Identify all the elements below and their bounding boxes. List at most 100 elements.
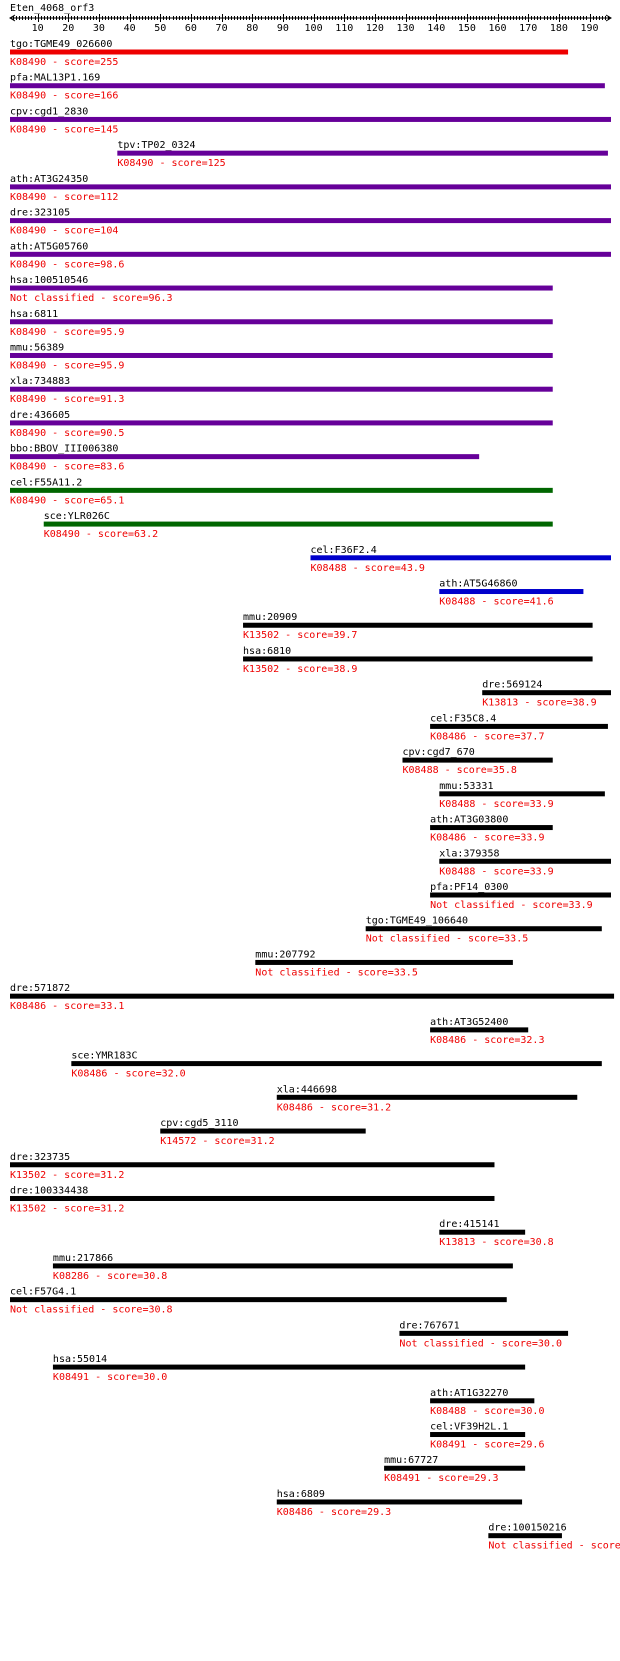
- hit-bar: [52, 1364, 526, 1370]
- hit-gene-label[interactable]: ath:AT3G03800: [430, 815, 508, 826]
- hit-bar: [52, 1263, 513, 1269]
- hit-gene-label[interactable]: hsa:6809: [277, 1489, 325, 1500]
- hit-gene-label[interactable]: dre:323105: [10, 208, 70, 219]
- hit-gene-label[interactable]: cel:F57G4.1: [10, 1287, 76, 1298]
- hit-gene-label[interactable]: mmu:67727: [384, 1455, 438, 1466]
- hit-score-label[interactable]: K14572 - score=31.2: [160, 1136, 274, 1147]
- hit-score-label[interactable]: Not classified - score=96.3: [10, 293, 173, 304]
- hit-score-label[interactable]: K08490 - score=166: [10, 91, 118, 102]
- hit-score-label[interactable]: K13813 - score=30.8: [439, 1237, 553, 1248]
- hit-score-label[interactable]: K08490 - score=145: [10, 124, 118, 135]
- hit-score-label[interactable]: K08286 - score=30.8: [53, 1271, 167, 1282]
- hit-score-label[interactable]: K08490 - score=95.9: [10, 360, 124, 371]
- hit-score-label[interactable]: K08490 - score=98.6: [10, 259, 124, 270]
- hit-score-label[interactable]: K08486 - score=31.2: [277, 1102, 391, 1113]
- hit-gene-label[interactable]: hsa:100510546: [10, 275, 88, 286]
- hit-score-label[interactable]: K08486 - score=37.7: [430, 731, 544, 742]
- hit-score-label[interactable]: K08490 - score=95.9: [10, 327, 124, 338]
- hit-gene-label[interactable]: mmu:53331: [439, 781, 493, 792]
- hit-gene-label[interactable]: mmu:56389: [10, 342, 64, 353]
- hit-gene-label[interactable]: dre:767671: [399, 1320, 459, 1331]
- hit-score-label[interactable]: K08490 - score=112: [10, 192, 118, 203]
- hit-gene-label[interactable]: ath:AT1G32270: [430, 1388, 508, 1399]
- hit-gene-label[interactable]: hsa:6811: [10, 309, 58, 320]
- hit-gene-label[interactable]: mmu:217866: [53, 1253, 113, 1264]
- hit-gene-label[interactable]: sce:YLR026C: [44, 511, 110, 522]
- hit-gene-label[interactable]: dre:323735: [10, 1152, 70, 1163]
- hit-gene-label[interactable]: dre:415141: [439, 1219, 499, 1230]
- hit-gene-label[interactable]: cel:F36F2.4: [311, 545, 377, 556]
- hit-score-label[interactable]: K08490 - score=255: [10, 57, 118, 68]
- hit-bar: [10, 218, 611, 224]
- hit-gene-label[interactable]: ath:AT3G24350: [10, 174, 88, 185]
- hit-score-label[interactable]: Not classified - score=29.3: [488, 1541, 620, 1552]
- hit-score-label[interactable]: Not classified - score=30.0: [399, 1338, 562, 1349]
- hit-score-label[interactable]: Not classified - score=30.8: [10, 1305, 173, 1316]
- hit-gene-label[interactable]: xla:379358: [439, 848, 499, 859]
- hit-bar: [276, 1094, 578, 1100]
- hit-score-label[interactable]: K13502 - score=31.2: [10, 1170, 124, 1181]
- hit-score-label[interactable]: K13502 - score=31.2: [10, 1203, 124, 1214]
- hit-gene-label[interactable]: hsa:55014: [53, 1354, 107, 1365]
- hit-gene-label[interactable]: bbo:BBOV_III006380: [10, 444, 118, 455]
- hit-gene-label[interactable]: tpv:TP02_0324: [117, 140, 195, 151]
- hit-gene-label[interactable]: sce:YMR183C: [71, 1051, 137, 1062]
- hit-score-label[interactable]: K08486 - score=33.9: [430, 833, 544, 844]
- hit-gene-label[interactable]: tgo:TGME49_026600: [10, 39, 112, 50]
- hit-score-label[interactable]: K08490 - score=91.3: [10, 394, 124, 405]
- hit-gene-label[interactable]: ath:AT5G05760: [10, 241, 88, 252]
- hit-gene-label[interactable]: dre:100334438: [10, 1185, 88, 1196]
- hit-score-label[interactable]: K08488 - score=33.9: [439, 866, 553, 877]
- hit-score-label[interactable]: K08486 - score=29.3: [277, 1507, 391, 1518]
- hit-gene-label[interactable]: xla:734883: [10, 376, 70, 387]
- hit-score-label[interactable]: Not classified - score=33.9: [430, 900, 593, 911]
- hit-score-label[interactable]: K08491 - score=29.3: [384, 1473, 498, 1484]
- hit-gene-label[interactable]: dre:436605: [10, 410, 70, 421]
- hit-score-label[interactable]: K13502 - score=39.7: [243, 630, 357, 641]
- hit-gene-label[interactable]: cpv:cgd1_2830: [10, 106, 88, 117]
- hit-score-label[interactable]: K08488 - score=33.9: [439, 799, 553, 810]
- hit-gene-label[interactable]: cel:F55A11.2: [10, 477, 82, 488]
- hit-gene-label[interactable]: ath:AT3G52400: [430, 1017, 508, 1028]
- hit-gene-label[interactable]: tgo:TGME49_106640: [366, 916, 468, 927]
- hit-score-label[interactable]: K08488 - score=30.0: [430, 1406, 544, 1417]
- hit-score-label[interactable]: Not classified - score=33.5: [366, 934, 529, 945]
- hit-gene-label[interactable]: pfa:PF14_0300: [430, 882, 508, 893]
- hit-score-label[interactable]: K08490 - score=65.1: [10, 495, 124, 506]
- hit-score-label[interactable]: K08486 - score=32.3: [430, 1035, 544, 1046]
- hit-score-label[interactable]: K08486 - score=32.0: [71, 1069, 185, 1080]
- hit-gene-label[interactable]: cel:F35C8.4: [430, 713, 496, 724]
- hit-gene-label[interactable]: mmu:207792: [255, 949, 315, 960]
- axis-tick-label: 70: [216, 23, 228, 34]
- hit-gene-label[interactable]: dre:569124: [482, 680, 542, 691]
- hit-gene-label[interactable]: cpv:cgd5_3110: [160, 1118, 238, 1129]
- hit-gene-label[interactable]: cpv:cgd7_670: [402, 747, 474, 758]
- hit-gene-label[interactable]: dre:100150216: [488, 1523, 566, 1534]
- hit-score-label[interactable]: K08488 - score=43.9: [311, 563, 425, 574]
- hit-gene-label[interactable]: xla:446698: [277, 1084, 337, 1095]
- hit-score-label[interactable]: K08491 - score=30.0: [53, 1372, 167, 1383]
- hit-score-label[interactable]: K08490 - score=104: [10, 226, 118, 237]
- hit-score-label[interactable]: K08488 - score=35.8: [402, 765, 516, 776]
- hit-gene-label[interactable]: ath:AT5G46860: [439, 579, 517, 590]
- hit-score-label[interactable]: K08490 - score=125: [117, 158, 225, 169]
- hit-gene-label[interactable]: mmu:20909: [243, 612, 297, 623]
- hit-score-label[interactable]: K13813 - score=38.9: [482, 698, 596, 709]
- hit-score-label[interactable]: Not classified - score=33.5: [255, 967, 418, 978]
- hit-score-label[interactable]: K08490 - score=90.5: [10, 428, 124, 439]
- hit-score-label[interactable]: K08488 - score=41.6: [439, 597, 553, 608]
- hit-score-label[interactable]: K08491 - score=29.6: [430, 1440, 544, 1451]
- hit-bar: [10, 184, 611, 190]
- hit-gene-label[interactable]: dre:571872: [10, 983, 70, 994]
- hit-gene-label[interactable]: cel:VF39H2L.1: [430, 1422, 508, 1433]
- hit-score-label[interactable]: K13502 - score=38.9: [243, 664, 357, 675]
- hit-score-label[interactable]: K08486 - score=33.1: [10, 1001, 124, 1012]
- hit-gene-label[interactable]: hsa:6810: [243, 646, 291, 657]
- hit-gene-label[interactable]: pfa:MAL13P1.169: [10, 73, 100, 84]
- hit-score-label[interactable]: K08490 - score=83.6: [10, 462, 124, 473]
- hit-score-label[interactable]: K08490 - score=63.2: [44, 529, 158, 540]
